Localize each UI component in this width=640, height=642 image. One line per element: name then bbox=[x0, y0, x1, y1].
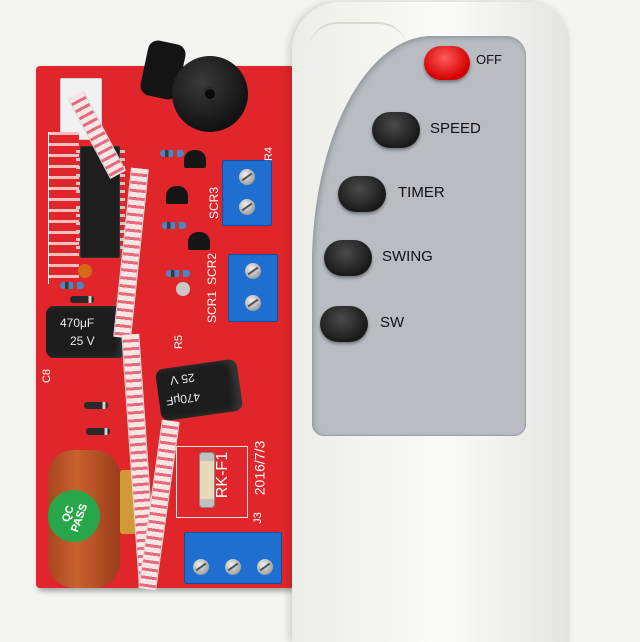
sw-button[interactable] bbox=[320, 306, 368, 342]
transistor bbox=[188, 232, 210, 250]
swing-button-label: SWING bbox=[382, 248, 433, 265]
screw bbox=[239, 169, 255, 185]
capacitor-label: 470μF bbox=[60, 316, 95, 330]
silk-label: SCR3 bbox=[207, 186, 222, 220]
ceramic-capacitor bbox=[176, 282, 190, 296]
transistor bbox=[184, 150, 206, 168]
silk-outline bbox=[176, 446, 248, 518]
silk-label: J3 bbox=[251, 512, 264, 524]
electrolytic-capacitor bbox=[46, 306, 126, 358]
ceramic-capacitor bbox=[78, 264, 92, 278]
remote-top-edge bbox=[308, 22, 408, 64]
remote-button-panel bbox=[312, 36, 526, 436]
board-date: 2016/7/3 bbox=[251, 440, 268, 496]
screw bbox=[239, 199, 255, 215]
silk-label: C8 bbox=[41, 368, 54, 384]
screw bbox=[193, 559, 209, 575]
screw bbox=[245, 263, 261, 279]
silk-label: R4 bbox=[263, 146, 276, 162]
sw-button-label: SW bbox=[380, 314, 405, 331]
off-button[interactable] bbox=[424, 46, 470, 80]
screw-terminal bbox=[228, 254, 278, 322]
fuse bbox=[199, 452, 215, 508]
ic-pins-right bbox=[120, 150, 125, 254]
swing-button[interactable] bbox=[324, 240, 372, 276]
screw-terminal bbox=[222, 160, 272, 226]
buzzer bbox=[172, 56, 248, 132]
transistor bbox=[166, 186, 188, 204]
screw bbox=[225, 559, 241, 575]
resistor bbox=[60, 282, 84, 289]
screw bbox=[245, 295, 261, 311]
speed-button-label: SPEED bbox=[430, 120, 481, 137]
diode bbox=[84, 402, 108, 409]
resistor bbox=[162, 222, 186, 229]
resistor bbox=[166, 270, 190, 277]
screw bbox=[257, 559, 273, 575]
diode bbox=[86, 428, 110, 435]
timer-button-label: TIMER bbox=[398, 184, 445, 201]
resistor bbox=[160, 150, 184, 157]
screw-terminal-3way bbox=[184, 532, 282, 584]
pin-header bbox=[48, 132, 79, 284]
capacitor-voltage: 25 V bbox=[70, 334, 95, 348]
ic-pins-left bbox=[76, 150, 81, 254]
silk-label: R5 bbox=[173, 334, 186, 350]
silk-label: SCR2 bbox=[205, 252, 220, 286]
speed-button[interactable] bbox=[372, 112, 420, 148]
off-button-label: OFF bbox=[476, 52, 502, 67]
silk-label: SCR1 bbox=[205, 290, 220, 324]
timer-button[interactable] bbox=[338, 176, 386, 212]
diode bbox=[70, 296, 94, 303]
